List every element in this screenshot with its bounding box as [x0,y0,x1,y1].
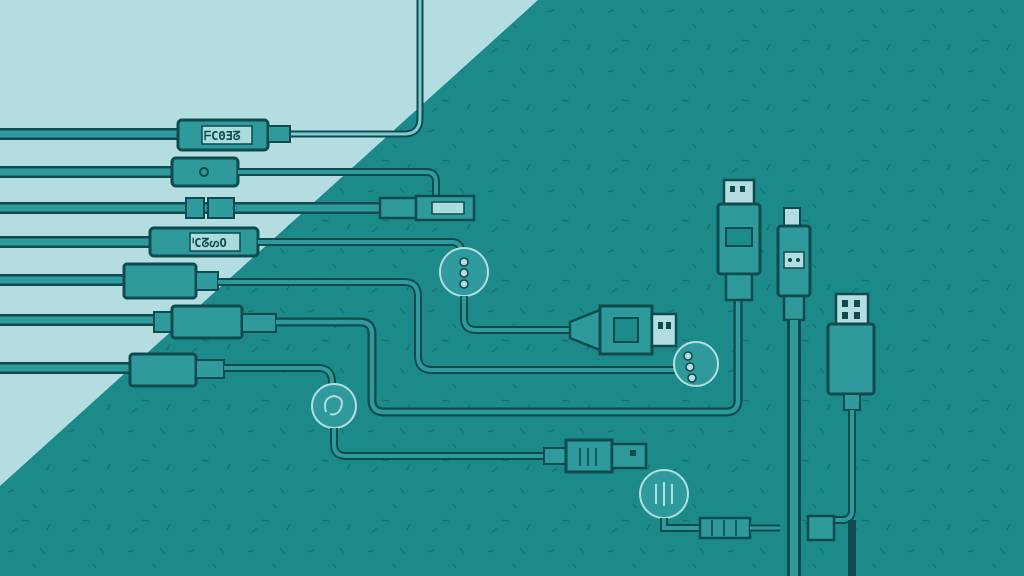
bottom-junction [639,469,836,542]
cable-5 [0,262,719,387]
cable-7 [0,352,648,474]
usb-a-plug [598,304,654,356]
hdmi-plug [716,178,762,302]
cable-2 [0,156,440,205]
usb-b-plug [378,196,418,220]
cable-3 [0,194,476,222]
micro-usb-plug [776,207,812,576]
mini-plug [564,438,614,474]
cable-1: ᖴCΘƎᘔ [0,118,291,152]
cable-4: ᑊCᘔᔕO [0,226,678,356]
junction-node-3 [311,383,357,429]
usb-a-vertical-plug [806,292,876,576]
connector-label-middle: ᑊCᘔᔕO [192,236,227,250]
connector-label-top: ᖴCΘƎᘔ [204,129,241,143]
cable-6 [0,300,743,417]
